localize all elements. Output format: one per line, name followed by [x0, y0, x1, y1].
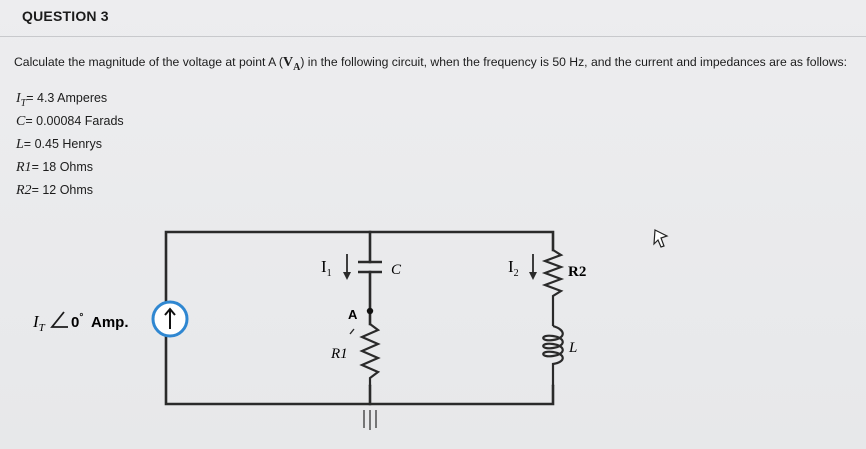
- given-symbol: C: [16, 114, 26, 129]
- branch2-current-label: I2: [508, 257, 519, 279]
- resistor-r1-symbol: [359, 323, 381, 386]
- given-value: = 0.45 Henrys: [23, 137, 102, 151]
- given-value: = 4.3 Amperes: [26, 91, 108, 105]
- node-a-dot: [366, 307, 374, 315]
- question-prompt: Calculate the magnitude of the voltage a…: [14, 52, 859, 78]
- r1-bottom-marks: [363, 410, 377, 430]
- source-label-current: IT: [32, 312, 46, 334]
- branch1-current-label: I1: [321, 257, 332, 279]
- i2-arrow-icon: [529, 254, 537, 280]
- header-divider: [0, 36, 866, 37]
- given-value: = 0.00084 Farads: [25, 114, 124, 128]
- current-source-arrow-icon: [164, 307, 176, 329]
- angle-icon: [50, 311, 68, 328]
- given-symbol: R1: [16, 160, 32, 175]
- resistor-r2-symbol: [541, 249, 565, 326]
- prompt-voltage-subscript: A: [293, 61, 301, 73]
- node-a-label: A: [348, 307, 358, 322]
- i1-arrow-icon: [343, 254, 351, 280]
- capacitor-label: C: [391, 262, 402, 278]
- given-capacitance: C= 0.00084 Farads: [16, 111, 124, 134]
- circuit-wires: [164, 230, 555, 406]
- given-resistance-r2: R2= 12 Ohms: [16, 180, 124, 203]
- given-resistance-r1: R1= 18 Ohms: [16, 157, 124, 180]
- inductor-label: L: [568, 340, 577, 356]
- r2-label: R2: [568, 264, 586, 280]
- given-value: = 18 Ohms: [31, 160, 94, 174]
- given-inductance: L= 0.45 Henrys: [16, 134, 124, 157]
- question-title: QUESTION 3: [22, 8, 109, 24]
- prompt-text-start: Calculate the magnitude of the voltage a…: [14, 55, 283, 69]
- given-total-current: IT= 4.3 Amperes: [16, 88, 124, 111]
- inductor-l-symbol: [542, 324, 564, 386]
- prompt-voltage-symbol: V: [282, 55, 294, 70]
- given-symbol: R2: [16, 183, 32, 198]
- node-a-pointer: [349, 328, 355, 335]
- current-source-symbol: [151, 300, 189, 338]
- outer-wire-loop: [164, 230, 555, 406]
- capacitor-symbol: [358, 260, 382, 274]
- given-values-list: IT= 4.3 Amperes C= 0.00084 Farads L= 0.4…: [16, 88, 124, 203]
- mouse-cursor-icon: [653, 229, 669, 248]
- source-unit-label: Amp.: [91, 314, 129, 331]
- given-value: = 12 Ohms: [31, 183, 94, 197]
- source-angle-value: 0°: [71, 312, 83, 331]
- prompt-text-end: ) in the following circuit, when the fre…: [300, 55, 848, 69]
- given-symbol: IT: [16, 91, 27, 109]
- given-symbol: L: [16, 137, 24, 152]
- r1-label: R1: [330, 346, 348, 362]
